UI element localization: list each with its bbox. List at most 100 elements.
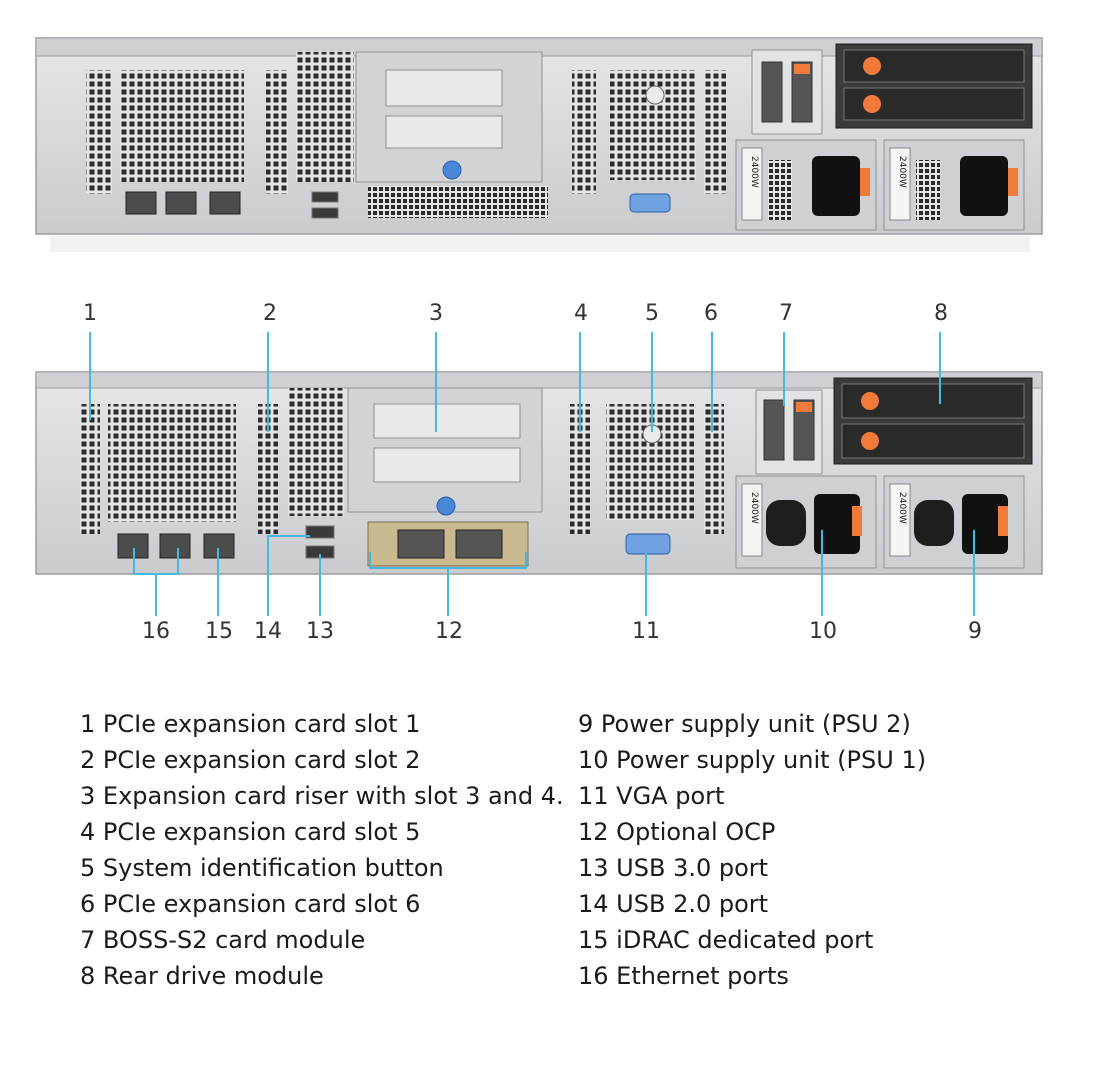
bottom-vent-right	[606, 404, 694, 520]
bottom-psu-2-cable-clip	[914, 500, 954, 546]
top-vga-port	[629, 193, 671, 213]
callout-9: 9	[968, 619, 982, 644]
top-psu-2-rating: 2400W	[897, 156, 907, 188]
bottom-vga-port	[625, 533, 671, 555]
callout-13: 13	[306, 619, 334, 644]
bottom-drive-1-latch	[861, 392, 879, 410]
bottom-vent-left	[108, 404, 236, 522]
top-psu-2-vent	[916, 160, 940, 220]
callout-numbers: 1 2 3 4 5 6 7 8 16 15 14 13 12 11 10 9	[83, 301, 982, 644]
callout-14: 14	[254, 619, 282, 644]
bottom-boss-card-1	[763, 399, 785, 461]
callout-10: 10	[809, 619, 837, 644]
bottom-psu-1-label	[741, 483, 763, 557]
legend-item-4: 4 PCIe expansion card slot 5	[80, 818, 421, 846]
top-eth-port-2	[165, 191, 197, 215]
bottom-vent-slot5	[570, 404, 590, 534]
top-boss-card-1	[761, 61, 783, 123]
callout-lines	[89, 332, 975, 616]
top-drive-1	[843, 49, 1025, 83]
legend-item-12: 12 Optional OCP	[578, 818, 776, 846]
legend-item-14: 14 USB 2.0 port	[578, 890, 769, 918]
bottom-psu-1-handle	[852, 506, 862, 536]
top-psu-1-label	[741, 147, 763, 221]
bottom-riser-slot4	[373, 447, 521, 483]
top-psu-1-rating: 2400W	[749, 156, 759, 188]
bottom-riser-slot3	[373, 403, 521, 439]
callout-1: 1	[83, 301, 97, 326]
bottom-vent-mid-left	[288, 388, 344, 516]
callout-3: 3	[429, 301, 443, 326]
top-riser-slot4	[385, 115, 503, 149]
top-vent-left	[120, 70, 244, 182]
bottom-drive-2-latch	[861, 432, 879, 450]
legend-item-6: 6 PCIe expansion card slot 6	[80, 890, 421, 918]
legend-item-8: 8 Rear drive module	[80, 962, 324, 990]
legend-item-5: 5 System identification button	[80, 854, 444, 882]
legend-item-9: 9 Power supply unit (PSU 2)	[578, 710, 911, 738]
callout-15: 15	[205, 619, 233, 644]
bottom-vent-slot6	[704, 404, 724, 534]
top-riser-screw	[442, 160, 462, 180]
legend-item-16: 16 Ethernet ports	[578, 962, 789, 990]
bottom-psu-2-rating: 2400W	[897, 492, 907, 524]
bottom-boss-card-2	[793, 399, 815, 461]
bottom-usb2-port	[305, 525, 335, 539]
top-psu-1-vent	[768, 160, 792, 220]
callout-12: 12	[435, 619, 463, 644]
legend-left-column: 1 PCIe expansion card slot 1 2 PCIe expa…	[80, 706, 564, 994]
top-chassis-view: 2400W 2400W	[35, 37, 1043, 252]
top-reflection	[50, 236, 1030, 252]
bottom-psu-1-cable-clip	[766, 500, 806, 546]
top-drive-2-latch	[863, 95, 881, 113]
top-usb-upper	[311, 191, 339, 203]
top-psu-2-inlet	[960, 156, 1008, 216]
legend-item-13: 13 USB 3.0 port	[578, 854, 769, 882]
callout-4: 4	[574, 301, 588, 326]
top-id-button	[645, 85, 665, 105]
callout-8: 8	[934, 301, 948, 326]
top-boss-handle	[794, 64, 810, 74]
top-eth-port-1	[125, 191, 157, 215]
top-vent-mid-left	[296, 52, 354, 182]
bottom-eth-port-2	[159, 533, 191, 559]
top-vent-slot1	[86, 70, 112, 194]
bottom-ocp-port-1	[397, 529, 445, 559]
bottom-chassis-view: 2400W 2400W	[35, 371, 1043, 575]
bottom-riser-screw	[436, 496, 456, 516]
callout-11: 11	[632, 619, 660, 644]
callout-6: 6	[704, 301, 718, 326]
bottom-ocp-card	[367, 521, 529, 567]
top-riser-slot3	[385, 69, 503, 107]
callout-5: 5	[645, 301, 659, 326]
top-drive-1-latch	[863, 57, 881, 75]
callout-line-14	[267, 535, 310, 616]
callout-7: 7	[779, 301, 793, 326]
bottom-psu-1-rating: 2400W	[749, 492, 759, 524]
bottom-psu-1-inlet	[814, 494, 860, 554]
callout-2: 2	[263, 301, 277, 326]
top-psu-2-handle	[1008, 168, 1018, 196]
legend-item-11: 11 VGA port	[578, 782, 725, 810]
bottom-ocp-port-2	[455, 529, 503, 559]
legend-item-3: 3 Expansion card riser with slot 3 and 4…	[80, 782, 564, 810]
legend-item-15: 15 iDRAC dedicated port	[578, 926, 874, 954]
top-vent-slot2	[266, 70, 288, 194]
legend-item-7: 7 BOSS-S2 card module	[80, 926, 366, 954]
top-vent-lower-mid	[368, 186, 548, 218]
top-usb-lower	[311, 207, 339, 219]
legend-item-2: 2 PCIe expansion card slot 2	[80, 746, 421, 774]
legend-item-10: 10 Power supply unit (PSU 1)	[578, 746, 927, 774]
bottom-vent-slot1	[80, 404, 100, 534]
bottom-psu-2-handle	[998, 506, 1008, 536]
callout-16: 16	[142, 619, 170, 644]
top-idrac-port	[209, 191, 241, 215]
bottom-boss-handle	[796, 402, 812, 412]
top-psu-1-inlet	[812, 156, 860, 216]
legend-right-column: 9 Power supply unit (PSU 2) 10 Power sup…	[578, 706, 926, 994]
bottom-psu-2-label	[889, 483, 911, 557]
legend-item-1: 1 PCIe expansion card slot 1	[80, 710, 421, 738]
top-psu-1-handle	[860, 168, 870, 196]
top-vent-slot5	[572, 70, 596, 194]
